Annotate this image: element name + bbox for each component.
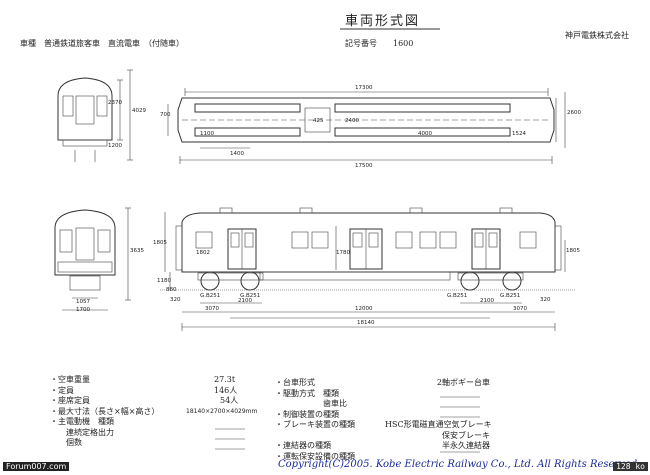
dim-plan-overall: 17500 [355, 163, 373, 169]
front-view-lower [54, 207, 131, 311]
dim-plan-seg-left: 1100 [200, 131, 214, 137]
dim-side-small1: 1805 [153, 240, 167, 246]
file-size-badge: 128 ko [613, 462, 648, 471]
drawing-title: 車両形式図 [345, 14, 421, 29]
dim-center-distance: 12000 [355, 306, 373, 312]
dim-plan-seg-mid: 4000 [418, 131, 432, 137]
spec-right-label: ・連結器の種類 [275, 441, 331, 450]
copyright-notice: Copyright(C)2005. Kobe Electric Railway … [278, 459, 641, 470]
spec-left-label: ・最大寸法（長さ×幅×高さ） [50, 406, 160, 416]
side-view [160, 207, 575, 331]
specs-left-values: 27.3t 146人 54人 18140×2700×4029mm [186, 375, 257, 417]
spec-left-label: ・空車重量 [50, 375, 90, 384]
dim-bogie-wb-right: 2100 [480, 298, 494, 304]
spec-right-value [385, 410, 490, 421]
dim-plan-under: 1400 [230, 151, 244, 157]
forum-watermark: Forum007.com [3, 462, 70, 471]
vehicle-number-label: 記号番号 1600 [345, 39, 414, 48]
vehicle-type-label: 車種 普通鉄道旅客車 直流電車 （付随車） [20, 39, 184, 48]
dim-front-base: 1057 [76, 299, 90, 305]
dim-front-h2: 4029 [132, 108, 146, 114]
spec-left-label: ・座席定員 [50, 396, 90, 405]
dim-plan-mid-width: 425 [313, 118, 324, 124]
front-view-upper [57, 69, 133, 162]
wheel-label-left2: G.B251 [240, 293, 261, 299]
wheel-label-left1: G.B251 [200, 293, 221, 299]
wheel-label-right2: G.B251 [500, 293, 521, 299]
dim-plan-total: 17300 [355, 85, 373, 91]
spec-left-value: 18140×2700×4029mm [186, 407, 258, 415]
specs-left-labels: ・空車重量 ・定員 ・座席定員 ・最大寸法（長さ×幅×高さ） ・主電動機 種類 … [50, 375, 159, 449]
plan-view [167, 88, 566, 164]
spec-right-label: ・ブレーキ装置の種類 [275, 420, 355, 429]
dim-plan-side: 700 [160, 112, 171, 118]
dim-side-height: 3635 [130, 248, 144, 254]
dim-plan-seg-right: 1524 [512, 131, 526, 137]
dim-end-left: 3070 [205, 306, 219, 312]
dim-bogie-wb-left: 2100 [238, 298, 252, 304]
specs-right-values: 2軸ボギー台車 HSC形電磁直通空気ブレーキ 保安ブレーキ 半永久連結器 [385, 378, 492, 462]
dim-misc4: 320 [540, 297, 551, 303]
spec-right-label: ・制御装置の種類 [275, 409, 339, 419]
spec-left-label: ・主電動機 種類 [50, 417, 114, 426]
dim-side-floor: 1180 [157, 278, 171, 284]
spec-right-value [385, 389, 490, 400]
specs-right-labels: ・台車形式 ・駆動方式 種類 歯車比 ・制御装置の種類 ・ブレーキ装置の種類 ・… [275, 378, 355, 462]
dim-misc2: 1805 [566, 248, 580, 254]
company-name: 神戸電鉄株式会社 [565, 31, 629, 40]
dim-front-base2: 1700 [76, 307, 90, 313]
spec-right-label: ・駆動方式 種類 [275, 388, 339, 398]
spec-right-label [275, 431, 355, 442]
wheel-label-right1: G.B251 [447, 293, 468, 299]
spec-right-label: 歯車比 [275, 399, 347, 408]
dim-misc3: 1802 [196, 250, 210, 256]
spec-left-value: 146人 [214, 385, 238, 395]
spec-left-label: 連続定格出力 [50, 427, 114, 437]
dim-side-small2: 880 [166, 287, 177, 293]
spec-right-value: 半永久連結器 [442, 441, 490, 450]
spec-left-label: ・定員 [50, 385, 74, 395]
dim-plan-width2: 2400 [345, 118, 359, 124]
dim-misc1: 1780 [336, 250, 350, 256]
spec-left-value: 54人 [220, 396, 239, 405]
spec-left-value: 27.3t [214, 375, 236, 384]
spec-right-label: ・台車形式 [275, 378, 315, 387]
spec-right-label: ・運転保安設備の種類 [275, 451, 355, 461]
spec-right-value [385, 399, 490, 410]
dim-front-h1: 2370 [108, 100, 122, 106]
dim-side-small3: 320 [170, 297, 181, 303]
dim-plan-width: 2600 [567, 110, 581, 116]
spec-right-value: 保安ブレーキ [442, 430, 490, 440]
dim-overall-length: 18140 [357, 320, 375, 326]
spec-right-value: 2軸ボギー台車 [436, 378, 490, 387]
spec-left-label: 個数 [50, 438, 82, 447]
dim-front-h3: 1200 [108, 143, 122, 149]
dim-end-right: 3070 [513, 306, 527, 312]
spec-right-value: HSC形電磁直通空気ブレーキ [385, 420, 492, 429]
